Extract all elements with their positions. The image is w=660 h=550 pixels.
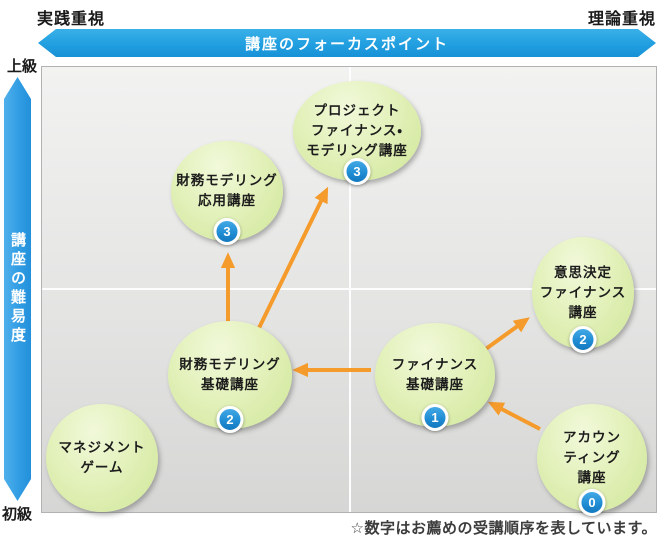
course-title: 財務モデリング 応用講座 bbox=[176, 172, 278, 208]
difficulty-axis-title: 講座の難易度 bbox=[9, 232, 26, 346]
order-footnote: ☆数字はお薦めの受講順序を表しています。 bbox=[350, 520, 657, 537]
course-bubble-finance-basic[interactable]: ファイナンス 基礎講座 1 bbox=[375, 323, 495, 431]
course-title: 意思決定 ファイナンス 講座 bbox=[539, 264, 627, 321]
banner-title: 講座のフォーカスポイント bbox=[244, 35, 449, 53]
course-title: マネジメント ゲーム bbox=[58, 439, 146, 475]
order-badge: 2 bbox=[569, 326, 597, 353]
course-title: アカウン ティング 講座 bbox=[563, 429, 621, 486]
order-badge: 3 bbox=[213, 218, 241, 245]
order-badge: 2 bbox=[216, 406, 244, 433]
course-bubble-financial-modeling-basic[interactable]: 財務モデリング 基礎講座 2 bbox=[168, 321, 292, 433]
course-bubble-accounting[interactable]: アカウン ティング 講座 0 bbox=[537, 404, 647, 516]
horizontal-gridline bbox=[42, 288, 656, 290]
order-badge: 0 bbox=[578, 489, 606, 516]
course-bubble-financial-modeling-advanced[interactable]: 財務モデリング 応用講座 3 bbox=[171, 141, 283, 245]
difficulty-axis-arrow: 講座の難易度 bbox=[4, 77, 31, 501]
course-bubble-management-game[interactable]: マネジメント ゲーム bbox=[46, 404, 158, 512]
course-bubble-project-finance-modeling[interactable]: プロジェクト ファイナンス・ モデリング講座 3 bbox=[293, 81, 421, 185]
focus-point-banner-arrow: 講座のフォーカスポイント bbox=[38, 29, 656, 57]
beginner-level-label: 初級 bbox=[2, 506, 33, 523]
course-title: プロジェクト ファイナンス・ モデリング講座 bbox=[306, 102, 408, 159]
course-title: ファイナンス 基礎講座 bbox=[391, 356, 479, 392]
order-badge: 1 bbox=[421, 404, 449, 431]
course-bubble-decision-finance[interactable]: 意思決定 ファイナンス 講座 2 bbox=[532, 237, 634, 353]
practice-oriented-label: 実践重視 bbox=[37, 11, 106, 28]
course-title: 財務モデリング 基礎講座 bbox=[179, 356, 281, 392]
theory-oriented-label: 理論重視 bbox=[587, 11, 656, 28]
advanced-level-label: 上級 bbox=[7, 58, 38, 75]
order-badge: 3 bbox=[343, 158, 371, 185]
